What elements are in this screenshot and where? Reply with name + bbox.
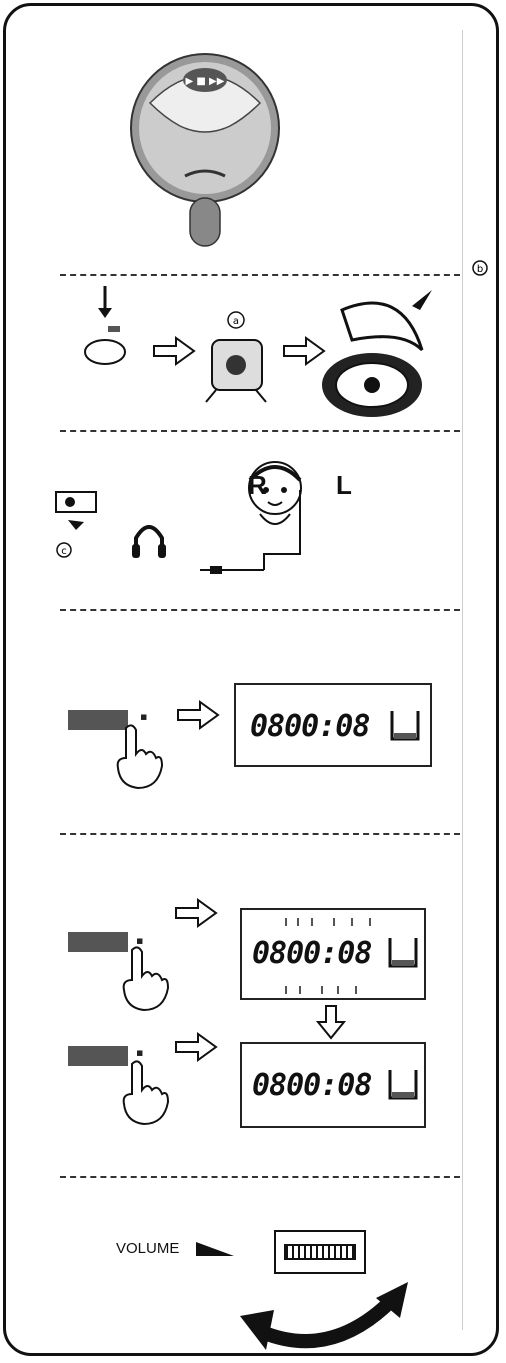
arrow-right-icon bbox=[282, 336, 326, 366]
button-marker: ▪ bbox=[140, 710, 147, 723]
lcd-display-steady: 0800:08 bbox=[240, 1042, 426, 1128]
column-rule bbox=[462, 30, 463, 1330]
arrow-right-icon bbox=[174, 898, 218, 928]
left-channel-label: L bbox=[336, 470, 352, 501]
divider bbox=[60, 1176, 460, 1178]
volume-label: VOLUME bbox=[116, 1240, 179, 1257]
volume-dial[interactable] bbox=[274, 1230, 366, 1274]
curved-double-arrow-icon bbox=[240, 1282, 412, 1356]
battery-indicator-icon bbox=[388, 936, 418, 970]
label-b-icon: b bbox=[470, 258, 490, 278]
button-marker: ▪ bbox=[136, 1046, 143, 1059]
arrow-down-icon bbox=[316, 1004, 346, 1040]
hand-press-icon bbox=[118, 946, 170, 1012]
svg-text:a: a bbox=[233, 316, 239, 327]
lcd-display: 0800:08 bbox=[234, 683, 432, 767]
divider bbox=[60, 833, 460, 835]
svg-text:b: b bbox=[477, 264, 483, 275]
volume-wedge-icon bbox=[196, 1240, 236, 1258]
volume-dial-ridges bbox=[284, 1244, 356, 1260]
battery-compartment-icon: a bbox=[206, 310, 276, 402]
svg-text:c: c bbox=[61, 546, 67, 557]
battery-indicator-icon bbox=[388, 1068, 418, 1102]
svg-text:▶ ■ ▶▶: ▶ ■ ▶▶ bbox=[186, 76, 225, 87]
right-channel-label: R bbox=[248, 470, 267, 501]
cd-player-top-icon: ▶ ■ ▶▶ bbox=[130, 28, 280, 248]
lcd-display-blinking: 0800:08 bbox=[240, 908, 426, 1000]
display-time: 0800:08 bbox=[252, 936, 371, 971]
face-icon bbox=[190, 444, 340, 592]
headphones-icon bbox=[132, 520, 166, 560]
arrow-right-icon bbox=[152, 336, 196, 366]
battery-indicator-icon bbox=[390, 709, 420, 743]
hand-press-icon bbox=[118, 1060, 170, 1126]
divider bbox=[60, 430, 460, 432]
divider bbox=[60, 609, 460, 611]
hand-press-icon bbox=[112, 724, 164, 790]
arrow-right-icon bbox=[174, 1032, 218, 1062]
display-time: 0800:08 bbox=[252, 1068, 371, 1103]
divider bbox=[60, 274, 460, 276]
headphone-jack-icon: c bbox=[54, 490, 100, 560]
lid-open-icon bbox=[322, 290, 452, 420]
arrow-right-icon bbox=[176, 700, 220, 730]
display-time: 0800:08 bbox=[250, 709, 369, 744]
battery-insert-icon bbox=[80, 286, 140, 376]
